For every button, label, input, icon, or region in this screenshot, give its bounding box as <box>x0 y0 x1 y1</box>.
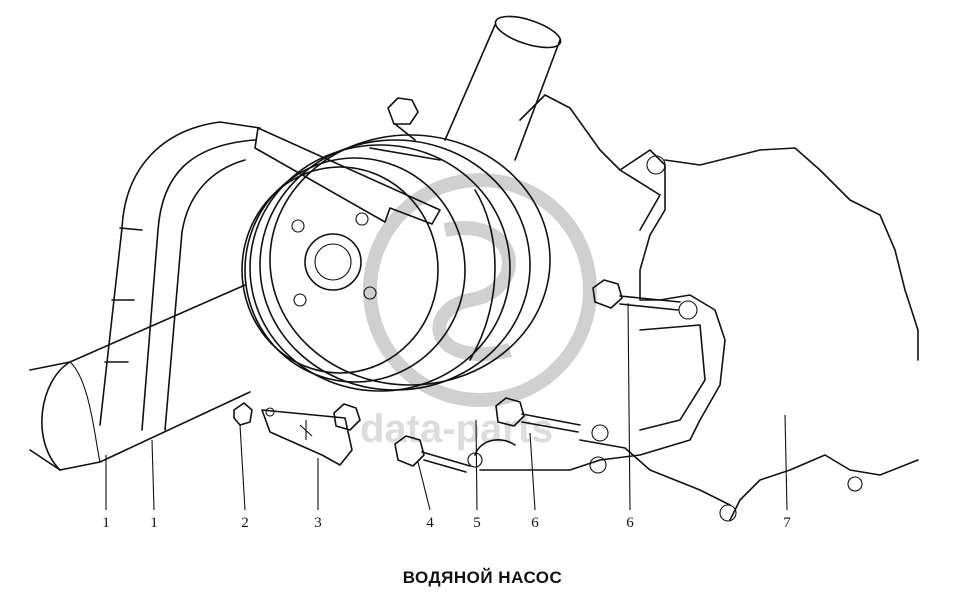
pulley <box>241 134 551 392</box>
callout-7: 7 <box>783 515 791 531</box>
callout-4: 4 <box>426 515 434 531</box>
bolt-5 <box>495 397 581 433</box>
engine-block-outline <box>664 147 919 521</box>
callout-1b: 1 <box>150 515 158 531</box>
watermark-text: data-parts <box>360 407 553 451</box>
pump-body <box>467 94 737 522</box>
inlet-hose <box>29 284 251 471</box>
watermark-logo: data-parts <box>360 173 597 451</box>
bolt-4 <box>394 435 471 473</box>
callout-1a: 1 <box>102 515 110 531</box>
nut-washer <box>233 402 275 426</box>
diagram-caption: ВОДЯНОЙ НАСОС <box>402 568 563 587</box>
bracket <box>261 409 353 466</box>
belt-guide <box>99 121 441 431</box>
callout-5: 5 <box>473 515 481 531</box>
callout-2: 2 <box>241 515 249 531</box>
leader-lines <box>105 302 788 511</box>
callout-6b: 6 <box>626 515 634 531</box>
callout-6a: 6 <box>531 515 539 531</box>
callout-3: 3 <box>314 515 322 531</box>
bolt-6 <box>333 279 681 431</box>
callout-labels: 1 1 2 3 4 5 6 6 7 <box>102 515 791 531</box>
outlet-pipe <box>444 15 562 161</box>
upper-bolt <box>387 97 419 141</box>
